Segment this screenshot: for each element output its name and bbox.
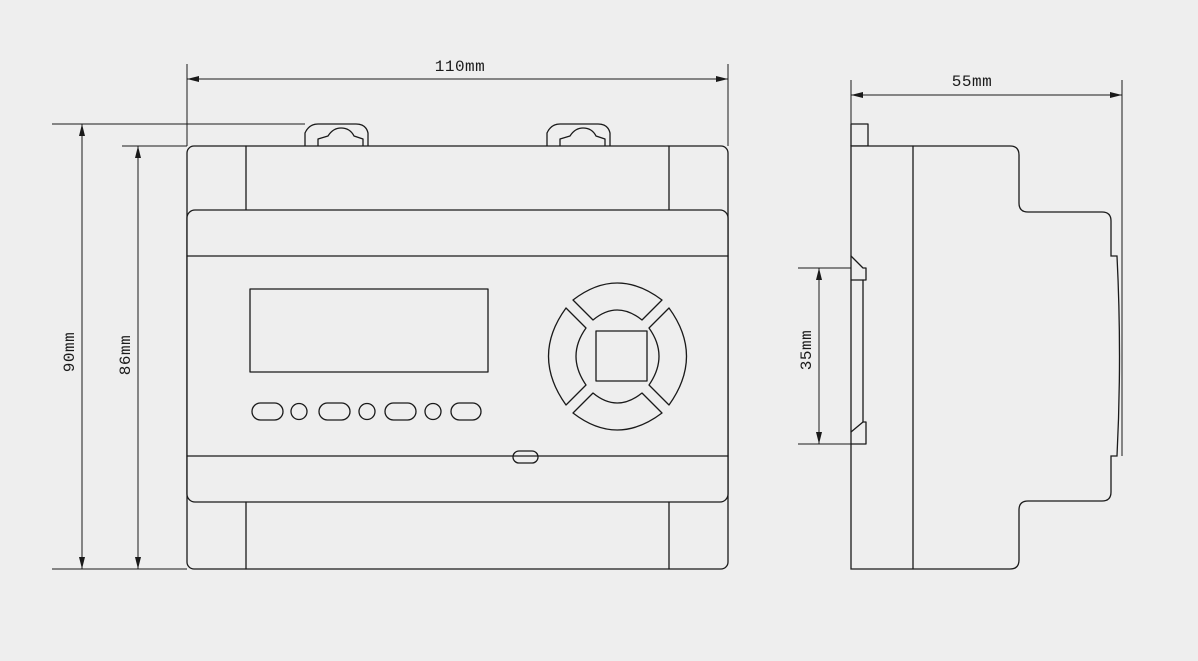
front-cover bbox=[186, 209, 729, 503]
nav-right-key bbox=[648, 307, 688, 406]
function-button-1 bbox=[251, 402, 284, 421]
nav-ok-key bbox=[595, 330, 648, 382]
indicator-1 bbox=[290, 402, 308, 421]
width-dimension: 110mm bbox=[186, 58, 729, 146]
side-body bbox=[850, 145, 1121, 570]
depth-label: 55mm bbox=[952, 73, 992, 91]
button-row bbox=[251, 402, 482, 421]
function-button-4 bbox=[450, 402, 482, 421]
rail-clip-bottom bbox=[850, 421, 867, 445]
navigation-pad bbox=[547, 282, 688, 431]
cover-latch bbox=[512, 450, 539, 464]
height-inner-dimension: 86mm bbox=[117, 145, 187, 569]
nav-up-key bbox=[572, 282, 663, 321]
height-outer-dimension: 90mm bbox=[52, 123, 305, 570]
function-button-2 bbox=[318, 402, 351, 421]
indicator-2 bbox=[358, 402, 376, 421]
depth-dimension: 55mm bbox=[850, 73, 1123, 456]
side-top-tab bbox=[850, 123, 869, 147]
front-view: 110mm 90mm 86mm bbox=[52, 58, 729, 570]
height-inner-label: 86mm bbox=[117, 335, 135, 375]
top-clip-right bbox=[546, 123, 611, 147]
function-button-3 bbox=[384, 402, 417, 421]
rail-label: 35mm bbox=[798, 330, 816, 370]
nav-left-key bbox=[547, 307, 587, 406]
indicator-3 bbox=[424, 402, 442, 421]
side-view: 55mm 35mm bbox=[798, 73, 1123, 570]
top-clip-left bbox=[304, 123, 369, 147]
nav-down-key bbox=[572, 392, 663, 431]
rail-clip-top bbox=[850, 255, 867, 281]
rail-dimension: 35mm bbox=[798, 267, 851, 445]
height-outer-label: 90mm bbox=[61, 332, 79, 372]
lcd-display bbox=[249, 288, 489, 373]
width-label: 110mm bbox=[435, 58, 486, 76]
